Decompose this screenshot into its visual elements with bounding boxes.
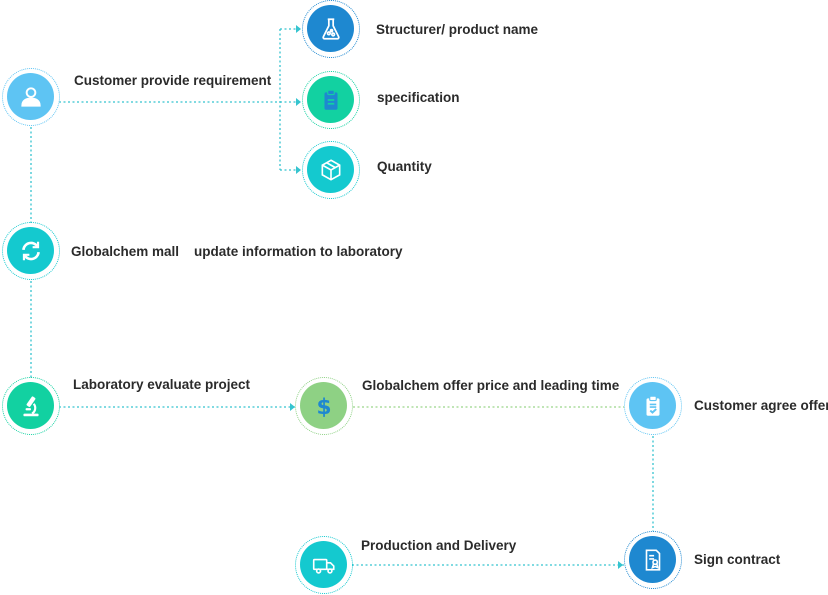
specification-label: specification [377,90,460,105]
arrow-head-icon [296,25,301,33]
production-node [295,536,353,594]
production-label: Production and Delivery [361,538,517,553]
quantity-label: Quantity [377,159,432,174]
agree-offer-node [624,377,682,435]
sign-contract-label: Sign contract [694,552,781,567]
sign-contract-node [624,531,682,589]
offer-price-node: $ [295,377,353,435]
contract-icon [645,548,660,571]
lab-evaluate-node [2,377,60,435]
structure-label: Structurer/ product name [376,22,539,37]
mall-label: Globalchem mall [71,244,180,259]
arrow-head-icon [296,98,301,106]
microscope-icon [22,395,39,416]
dollar-icon: $ [316,395,331,419]
arrow-head-icon [618,561,623,569]
truck-icon [312,558,335,574]
specification-node [302,71,360,129]
arrow-head-icon [290,403,295,411]
structure-node [302,0,360,58]
mall-node [2,222,60,280]
quantity-node [302,141,360,199]
customer-requirement-label: Customer provide requirement [74,73,272,88]
clipboard-icon [324,89,337,110]
arrow-head-icon [296,166,301,174]
refresh-icon [21,241,40,260]
offer-price-label: Globalchem offer price and leading time [362,378,620,393]
mall-update-label: update information to laboratory [194,244,403,259]
user-icon [20,86,41,107]
clipboard-check-icon [646,395,659,416]
box-icon [321,158,340,181]
customer-requirement-node [2,68,60,126]
agree-offer-label: Customer agree offer [694,398,828,413]
svg-text:$: $ [316,395,331,419]
flask-icon [321,17,340,40]
lab-evaluate-label: Laboratory evaluate project [73,377,251,392]
